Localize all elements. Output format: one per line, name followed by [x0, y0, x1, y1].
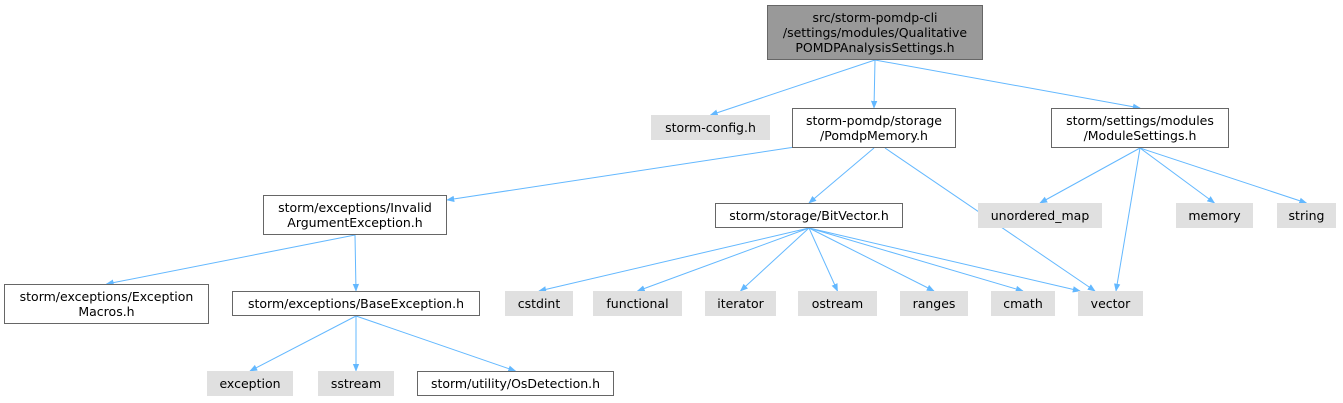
node-iterator: iterator — [705, 291, 776, 316]
node-label-line: functional — [606, 296, 669, 311]
edge-bitvec-to-iterator — [739, 227, 810, 292]
node-label-line: unordered_map — [990, 208, 1090, 223]
node-string: string — [1277, 203, 1336, 228]
node-sstream: sstream — [318, 371, 394, 396]
edge-root-to-modset — [874, 59, 1141, 110]
node-label-line: memory — [1188, 208, 1241, 223]
node-config: storm-config.h — [651, 115, 770, 140]
node-label-line: iterator — [717, 296, 764, 311]
node-label-line: storm-pomdp/storage — [806, 113, 942, 128]
edge-invarg-to-baseexc — [352, 234, 360, 292]
node-label-line: cmath — [1003, 296, 1043, 311]
node-pomdpmem[interactable]: storm-pomdp/storage/PomdpMemory.h — [792, 108, 956, 148]
node-label-line: ostream — [811, 296, 864, 311]
node-label-line: POMDPAnalysisSettings.h — [795, 40, 955, 55]
node-functional: functional — [593, 291, 682, 316]
node-label-line: Macros.h — [78, 304, 135, 319]
node-ranges: ranges — [900, 291, 968, 316]
edge-modset-to-unordered — [1039, 147, 1141, 204]
node-unordered: unordered_map — [978, 203, 1102, 228]
node-label-line: storm/settings/modules — [1066, 113, 1214, 128]
node-label-line: storm/exceptions/BaseException.h — [247, 296, 465, 311]
edge-bitvec-to-ostream — [808, 227, 838, 292]
node-label-line: storm/exceptions/Exception — [19, 289, 194, 304]
node-label-line: string — [1288, 208, 1325, 223]
node-label-line: src/storm-pomdp-cli — [812, 10, 938, 25]
node-memory: memory — [1176, 203, 1253, 228]
node-exception: exception — [207, 371, 293, 396]
edge-pomdpmem-to-bitvec — [808, 147, 875, 204]
edge-modset-to-memory — [1139, 147, 1216, 204]
edge-bitvec-to-functional — [636, 227, 810, 292]
node-baseexc[interactable]: storm/exceptions/BaseException.h — [232, 291, 480, 316]
node-ostream: ostream — [798, 291, 877, 316]
edge-pomdpmem-to-invarg — [446, 146, 796, 203]
edge-root-to-config — [709, 59, 876, 116]
node-cstdint: cstdint — [505, 291, 573, 316]
node-label-line: ranges — [912, 296, 956, 311]
edge-bitvec-to-cstdint — [538, 227, 810, 293]
node-root[interactable]: src/storm-pomdp-cli/settings/modules/Qua… — [767, 5, 983, 60]
node-modset[interactable]: storm/settings/modules/ModuleSettings.h — [1051, 108, 1229, 148]
edge-modset-to-vector — [1114, 147, 1141, 292]
node-vector: vector — [1078, 291, 1143, 316]
edge-baseexc-to-exception — [249, 315, 357, 372]
node-label-line: storm-config.h — [665, 120, 756, 135]
node-label-line: /ModuleSettings.h — [1083, 128, 1197, 143]
edge-bitvec-to-ranges — [808, 227, 935, 292]
edge-baseexc-to-osdet — [355, 315, 517, 372]
node-label-line: exception — [219, 376, 281, 391]
node-bitvec[interactable]: storm/storage/BitVector.h — [715, 203, 903, 228]
node-label-line: vector — [1090, 296, 1131, 311]
edge-root-to-pomdpmem — [870, 59, 878, 109]
node-label-line: sstream — [330, 376, 382, 391]
node-osdet[interactable]: storm/utility/OsDetection.h — [417, 371, 614, 396]
edge-modset-to-string — [1139, 147, 1308, 204]
node-label-line: storm/exceptions/Invalid — [278, 200, 432, 215]
node-label-line: storm/utility/OsDetection.h — [430, 376, 601, 391]
node-cmath: cmath — [991, 291, 1055, 316]
node-label-line: /PomdpMemory.h — [820, 128, 928, 143]
node-label-line: /settings/modules/Qualitative — [782, 25, 968, 40]
node-label-line: cstdint — [517, 296, 561, 311]
edge-bitvec-to-cmath — [808, 227, 1024, 293]
edge-bitvec-to-vector — [808, 227, 1081, 293]
edge-invarg-to-excmacros — [105, 234, 356, 286]
node-label-line: ArgumentException.h — [287, 215, 423, 230]
node-label-line: storm/storage/BitVector.h — [729, 208, 889, 223]
